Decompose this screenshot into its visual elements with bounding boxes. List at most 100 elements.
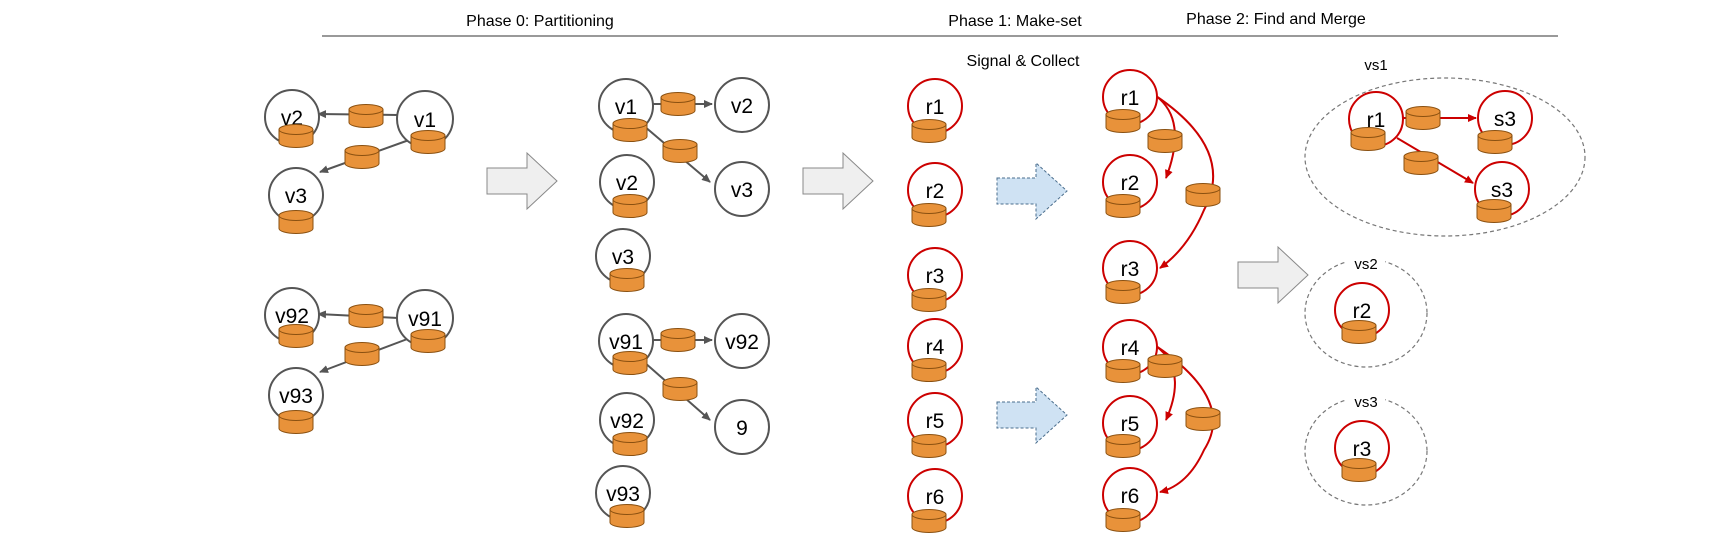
- database-icon: [662, 377, 698, 401]
- node-label: v91: [408, 308, 442, 331]
- node-label: v3: [285, 185, 307, 208]
- database-icon: [410, 130, 446, 154]
- node-label: v93: [279, 385, 313, 408]
- set-label: vs2: [1354, 256, 1377, 273]
- node-label: r3: [1353, 438, 1372, 461]
- label-backdrop: [1347, 256, 1385, 272]
- node-label: v3: [612, 246, 634, 269]
- database-icon: [410, 329, 446, 353]
- node-label: r1: [1121, 87, 1140, 110]
- set-vs3: vs3 r3: [1304, 394, 1428, 506]
- node-label: v2: [616, 172, 638, 195]
- database-icon: [348, 104, 384, 128]
- database-icon: [1147, 354, 1183, 378]
- node-r5: r5: [907, 392, 963, 448]
- node-label: r1: [926, 96, 945, 119]
- database-icon: [1105, 434, 1141, 458]
- database-icon: [278, 324, 314, 348]
- database-icon: [660, 328, 696, 352]
- database-icon: [1105, 508, 1141, 532]
- signal-arrow-icon: [996, 161, 1068, 221]
- transition-arrow-icon: [1237, 245, 1309, 305]
- database-icon: [1185, 183, 1221, 207]
- set-boundary: [1304, 258, 1428, 368]
- node-label: v3: [731, 179, 753, 202]
- database-icon: [1476, 199, 1512, 223]
- node-label: r6: [926, 486, 945, 509]
- node-v92: v92: [714, 313, 770, 369]
- node-v2: v2: [714, 77, 770, 133]
- node-label: r6: [1121, 485, 1140, 508]
- database-icon: [1105, 109, 1141, 133]
- database-icon: [911, 509, 947, 533]
- database-icon: [612, 118, 648, 142]
- node-label: 9: [736, 417, 748, 440]
- node-label: v92: [725, 331, 759, 354]
- database-icon: [1403, 151, 1439, 175]
- node-label: r1: [1367, 109, 1386, 132]
- set-label: vs3: [1354, 394, 1377, 411]
- merged-sets: vs1 r1 s3 s3 vs2 r2: [1304, 57, 1586, 506]
- node-label: r5: [1121, 413, 1140, 436]
- database-icon: [348, 304, 384, 328]
- signal-arrow-icon: [996, 385, 1068, 445]
- set-label: vs1: [1364, 57, 1387, 74]
- transition-arrow-icon: [486, 151, 558, 211]
- database-icon: [911, 434, 947, 458]
- database-icon: [609, 268, 645, 292]
- node-label: v92: [610, 410, 644, 433]
- node-label: r4: [1121, 337, 1140, 360]
- database-icon: [911, 288, 947, 312]
- database-icon: [911, 203, 947, 227]
- set-boundary: [1304, 77, 1586, 237]
- label-backdrop: [1347, 394, 1385, 410]
- database-icon: [609, 504, 645, 528]
- node-label: v1: [414, 109, 436, 132]
- database-icon: [1147, 129, 1183, 153]
- node-label: v91: [609, 331, 643, 354]
- set-boundary: [1304, 396, 1428, 506]
- node-label: r4: [926, 336, 945, 359]
- node-label: r2: [926, 180, 945, 203]
- header: Phase 0: Partitioning Phase 1: Make-set …: [322, 11, 1558, 70]
- node-label: v92: [275, 305, 309, 328]
- node-label: r3: [1121, 258, 1140, 281]
- database-icon: [1185, 407, 1221, 431]
- node-label: r2: [1121, 172, 1140, 195]
- database-icon: [612, 351, 648, 375]
- database-icon: [660, 92, 696, 116]
- database-icon: [1105, 359, 1141, 383]
- database-icon: [1105, 280, 1141, 304]
- data-store-layer: [278, 92, 1513, 533]
- phase0-title: Phase 0: Partitioning: [466, 13, 614, 30]
- database-icon: [1405, 106, 1441, 130]
- database-icon: [1341, 320, 1377, 344]
- node-label: v2: [731, 95, 753, 118]
- partitioned-graphs: v1 v2 v2 v3 v3 v91 v92 v92: [595, 77, 770, 521]
- database-icon: [612, 432, 648, 456]
- database-icon: [278, 410, 314, 434]
- edge-r4-r6: [1155, 345, 1214, 494]
- database-icon: [911, 119, 947, 143]
- phase2-title: Phase 2: Find and Merge: [1186, 11, 1366, 28]
- node-label: s3: [1494, 108, 1516, 131]
- edge-r1-r3: [1155, 95, 1215, 269]
- node-label: r5: [926, 410, 945, 433]
- database-icon: [344, 342, 380, 366]
- database-icon: [1477, 130, 1513, 154]
- node-9: 9: [714, 399, 770, 455]
- database-icon: [278, 124, 314, 148]
- set-vs1: vs1 r1 s3 s3: [1304, 57, 1586, 237]
- node-label: r3: [926, 265, 945, 288]
- node-v3: v3: [714, 161, 770, 217]
- signal-collect-label: Signal & Collect: [967, 53, 1081, 70]
- node-label: v93: [606, 483, 640, 506]
- database-icon: [612, 194, 648, 218]
- database-icon: [911, 358, 947, 382]
- database-icon: [662, 139, 698, 163]
- database-icon: [344, 145, 380, 169]
- database-icon: [278, 210, 314, 234]
- set-vs2: vs2 r2: [1304, 256, 1428, 368]
